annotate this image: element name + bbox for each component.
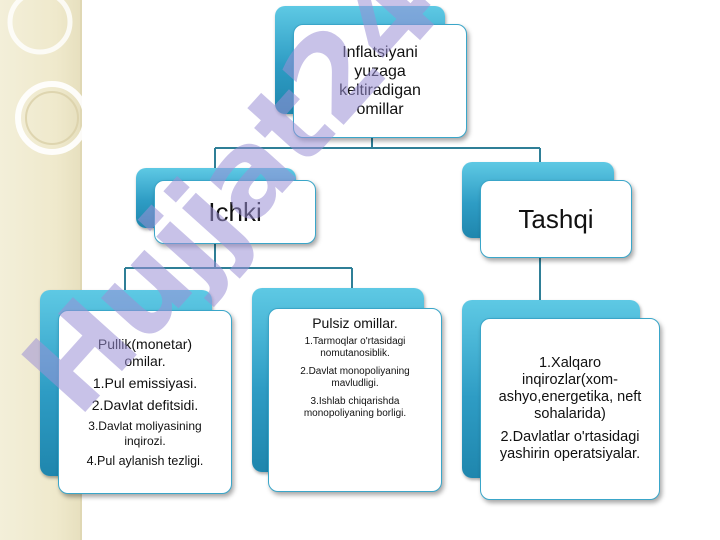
left-band-divider xyxy=(80,0,82,540)
leaf-item-tashqi-2: 2.Davlatlar o'rtasidagi yashirin operats… xyxy=(499,429,641,462)
branch-label-tashqi: Tashqi xyxy=(518,203,594,234)
branch-label-ichki: Ichki xyxy=(208,196,262,227)
leaf-title-pullik: Pullik(monetar) omilar. xyxy=(97,335,193,369)
leaf-title-pulsiz: Pulsiz omillar. xyxy=(312,315,398,331)
leaf-item-pulsiz-3: 3.Ishlab chiqarishda monopoliyaning borl… xyxy=(303,396,407,419)
root-node-label: Inflatsiyani yuzaga keltiradigan omillar xyxy=(339,44,421,118)
leaf-item-pullik-3: 3.Davlat moliyasining inqirozi. xyxy=(88,418,202,448)
leaf-item-pulsiz-1: 1.Tarmoqlar o'rtasidagi nomutanosiblik. xyxy=(304,336,406,359)
leaf-item-tashqi-1: 1.Xalqaro inqirozlar(xom-ashyo,energetik… xyxy=(498,355,642,422)
leaf-item-pullik-2: 2.Davlat defitsidi. xyxy=(91,396,199,413)
leaf-item-pulsiz-2: 2.Davlat monopoliyaning mavludligi. xyxy=(300,366,410,389)
decorative-circles xyxy=(7,0,89,155)
leaf-item-pullik-4: 4.Pul aylanish tezligi. xyxy=(86,453,204,468)
leaf-item-pullik-1: 1.Pul emissiyasi. xyxy=(92,374,198,391)
